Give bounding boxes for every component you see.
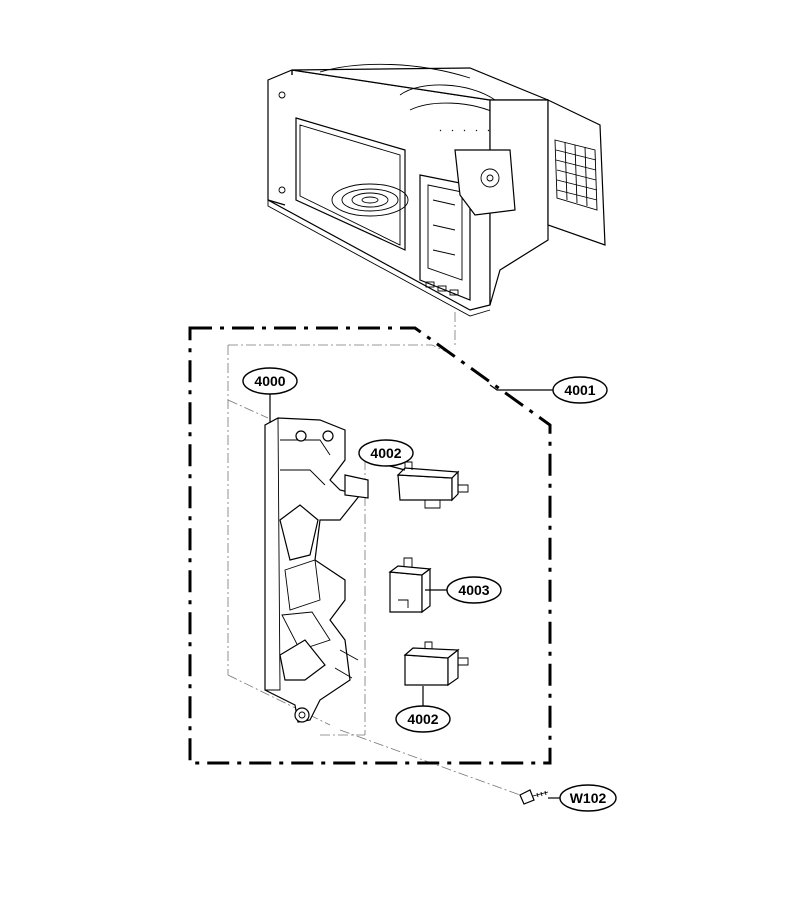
- door-latch-board: [264, 417, 369, 723]
- svg-text:W102: W102: [570, 790, 607, 806]
- vent-grille: [554, 139, 598, 211]
- svg-text:4001: 4001: [564, 382, 595, 398]
- assembly-boundary: [188, 326, 552, 765]
- micro-switch-middle: [388, 557, 432, 614]
- svg-text:4002: 4002: [407, 711, 438, 727]
- screw-w102: [519, 789, 549, 805]
- callout-4001: 4001: [552, 376, 608, 404]
- callout-w102: W102: [559, 784, 617, 812]
- callout-4003: 4003: [446, 576, 502, 604]
- micro-switch-top: [396, 461, 469, 509]
- svg-text:4000: 4000: [254, 373, 285, 389]
- callout-4000: 4000: [242, 367, 298, 395]
- callout-4002-bottom: 4002: [395, 705, 451, 733]
- microwave-cavity: [267, 63, 606, 317]
- svg-text:4003: 4003: [458, 582, 489, 598]
- micro-switch-bottom: [403, 641, 469, 687]
- callout-4002-top: 4002: [358, 439, 414, 467]
- turntable: [331, 183, 409, 217]
- svg-text:4002: 4002: [370, 445, 401, 461]
